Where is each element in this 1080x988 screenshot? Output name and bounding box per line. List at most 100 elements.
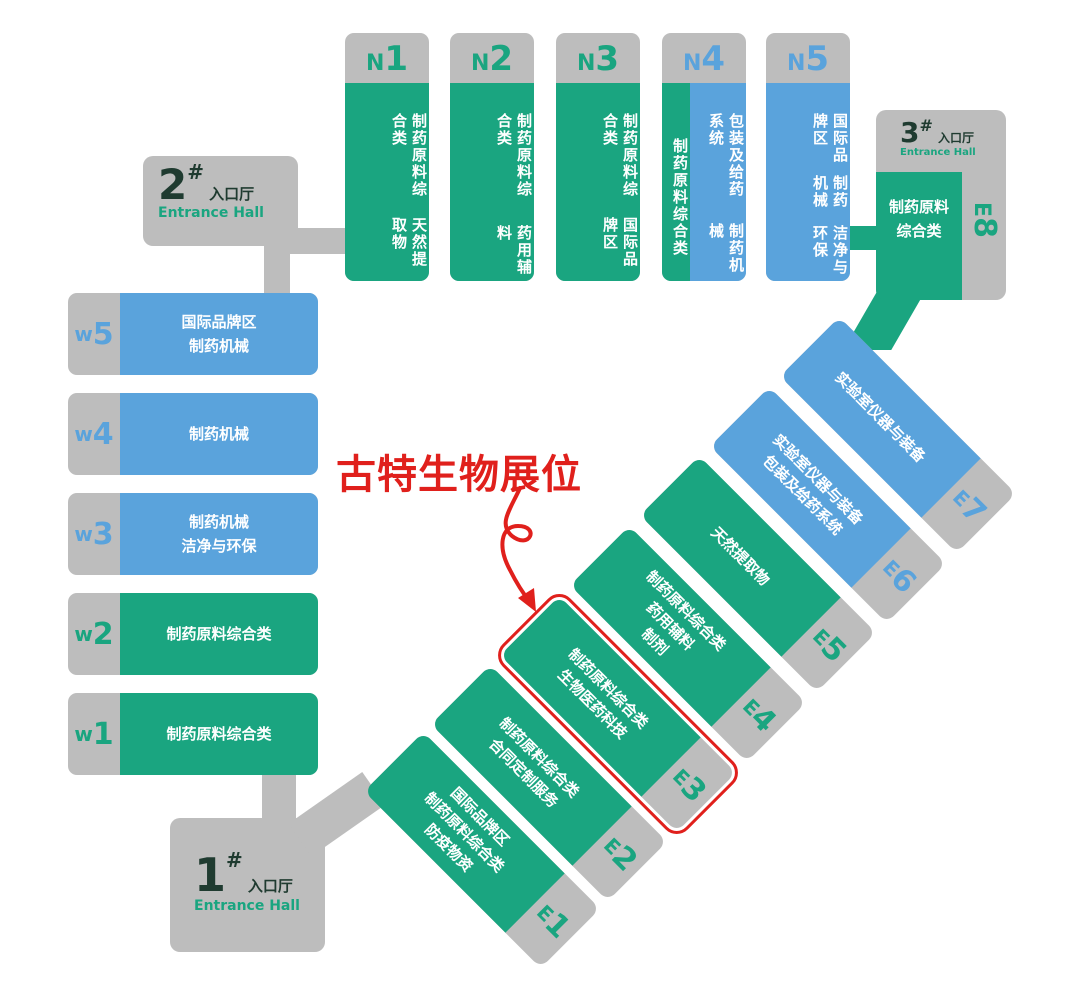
booth-annotation-arrow bbox=[500, 486, 536, 612]
entrance-1-cn: 入口厅 bbox=[247, 877, 293, 895]
hall-n3[interactable]: N3 制药原料综合类 国际品牌区 bbox=[556, 33, 640, 281]
hall-w2-code-letter: w bbox=[74, 622, 93, 646]
hall-w1-code-number: 1 bbox=[92, 716, 114, 752]
hall-w1-code-letter: w bbox=[74, 722, 93, 746]
hall-e7-zone-1: 实验室仪器与装备 bbox=[831, 368, 930, 467]
hall-n4-code: N4 bbox=[662, 39, 746, 83]
corridor-2-north-h bbox=[290, 228, 350, 254]
hall-n4-blue-zones: 包装及给药系统 制药机械 bbox=[690, 83, 746, 281]
hall-w4-code-letter: w bbox=[74, 422, 93, 446]
hall-n4-code-letter: N bbox=[682, 51, 702, 76]
hall-n5-code-number: 5 bbox=[805, 39, 830, 79]
hall-n1-zone-1: 制药原料综合类 bbox=[390, 113, 428, 198]
hall-n1-zone-2: 天然提取物 bbox=[390, 216, 428, 268]
entrance-2-cn: 入口厅 bbox=[209, 185, 255, 203]
hall-n2[interactable]: N2 制药原料综合类 药用辅料 bbox=[450, 33, 534, 281]
hall-n5-zones: 国际品牌区 制药机械 洁净与环保 bbox=[766, 83, 850, 281]
hall-n1-code-number: 1 bbox=[384, 39, 409, 79]
booth-annotation-label: 古特生物展位 bbox=[336, 452, 582, 498]
hall-e8[interactable]: 制药原料 综合类 bbox=[876, 172, 962, 300]
hall-n4-zone-1: 制药原料综合类 bbox=[671, 137, 689, 257]
hall-e8-zone-line-2: 综合类 bbox=[896, 222, 942, 240]
hall-n4-zone-3: 制药机械 bbox=[707, 222, 745, 274]
hall-n4-body: 制药原料综合类 包装及给药系统 制药机械 bbox=[662, 83, 746, 281]
entrance-2-number: 2 bbox=[158, 160, 188, 209]
entrance-2-en: Entrance Hall bbox=[158, 205, 264, 221]
hall-n2-zone-2: 药用辅料 bbox=[495, 225, 533, 276]
hall-n2-code-number: 2 bbox=[489, 39, 514, 79]
hall-e8-code: E8 bbox=[962, 190, 1002, 250]
hall-e5-zone-1: 天然提取物 bbox=[707, 523, 774, 590]
entrance-hall-2-block bbox=[143, 156, 298, 246]
entrance-1-en: Entrance Hall bbox=[194, 898, 300, 914]
hall-e8-zone-line-1: 制药原料 bbox=[888, 198, 949, 216]
hall-w3-zone-1: 制药机械 bbox=[188, 513, 249, 531]
entrance-1-mark: # bbox=[226, 848, 243, 872]
entrance-1-number: 1 bbox=[194, 848, 227, 902]
entrance-1-label: 1# 入口厅 Entrance Hall bbox=[194, 848, 300, 914]
entrance-2-mark: # bbox=[187, 160, 204, 184]
hall-n3-body: 制药原料综合类 国际品牌区 bbox=[556, 83, 640, 281]
entrance-3-cn: 入口厅 bbox=[937, 131, 974, 145]
hall-n3-code-letter: N bbox=[576, 51, 596, 76]
hall-n4[interactable]: N4 制药原料综合类 包装及给药系统 制药机械 bbox=[662, 33, 746, 281]
hall-w5-code-letter: w bbox=[74, 322, 93, 346]
hall-n3-zone-2: 国际品牌区 bbox=[601, 216, 639, 268]
hall-w2-code-number: 2 bbox=[92, 616, 114, 652]
hall-n4-zone-2: 包装及给药系统 bbox=[707, 113, 745, 198]
hall-n4-code-number: 4 bbox=[701, 39, 726, 79]
hall-n3-zones: 制药原料综合类 国际品牌区 bbox=[556, 83, 640, 281]
hall-n2-code-letter: N bbox=[470, 51, 490, 76]
hall-w2-body: 制药原料综合类 bbox=[120, 593, 318, 675]
booth-arrow-head bbox=[518, 588, 536, 612]
hall-w5-zone-2: 制药机械 bbox=[188, 337, 249, 355]
hall-e8-code-letter: E bbox=[969, 202, 994, 218]
hall-n5-zone-2: 制药机械 bbox=[811, 174, 849, 209]
hall-n2-zone-1: 制药原料综合类 bbox=[495, 113, 533, 198]
hall-n1[interactable]: N1 制药原料综合类 天然提取物 bbox=[345, 33, 429, 281]
corridor-n5-e8 bbox=[846, 226, 880, 250]
hall-w3-zone-2: 洁净与环保 bbox=[181, 537, 257, 555]
hall-n5-code: N5 bbox=[766, 39, 850, 83]
hall-n1-zones: 制药原料综合类 天然提取物 bbox=[345, 83, 429, 281]
hall-w3-body: 制药机械 洁净与环保 bbox=[120, 493, 318, 575]
entrance-3-en: Entrance Hall bbox=[900, 147, 976, 158]
hall-w5-zone-1: 国际品牌区 bbox=[181, 313, 257, 331]
hall-w5-code-number: 5 bbox=[92, 316, 114, 352]
hall-n3-code-number: 3 bbox=[595, 39, 620, 79]
hall-w5-body: 国际品牌区 制药机械 bbox=[120, 293, 318, 375]
hall-w4-body: 制药机械 bbox=[120, 393, 318, 475]
hall-n5-body: 国际品牌区 制药机械 洁净与环保 bbox=[766, 83, 850, 281]
hall-e8-code-number: 8 bbox=[967, 217, 1002, 238]
booth-arrow-curve bbox=[500, 486, 533, 604]
hall-w1-body: 制药原料综合类 bbox=[120, 693, 318, 775]
hall-n1-code-letter: N bbox=[365, 51, 385, 76]
entrance-2-label: 2# 入口厅 Entrance Hall bbox=[158, 160, 264, 221]
hall-n1-code: N1 bbox=[345, 39, 429, 83]
hall-w4-code-number: 4 bbox=[92, 416, 114, 452]
hall-w1-zone-1: 制药原料综合类 bbox=[166, 725, 272, 743]
entrance-3-mark: # bbox=[919, 116, 933, 135]
hall-w3-code-number: 3 bbox=[92, 516, 114, 552]
hall-w2-zone-1: 制药原料综合类 bbox=[166, 625, 272, 643]
entrance-hall-1-block bbox=[170, 818, 325, 952]
hall-n3-zone-1: 制药原料综合类 bbox=[601, 113, 639, 198]
hall-w4-zone-1: 制药机械 bbox=[188, 425, 249, 443]
hall-n5[interactable]: N5 国际品牌区 制药机械 洁净与环保 bbox=[766, 33, 850, 281]
hall-n3-code: N3 bbox=[556, 39, 640, 83]
hall-n5-code-letter: N bbox=[786, 51, 806, 76]
hall-n2-code: N2 bbox=[450, 39, 534, 83]
entrance-3-number: 3 bbox=[900, 116, 920, 149]
hall-n2-body: 制药原料综合类 药用辅料 bbox=[450, 83, 534, 281]
hall-n1-body: 制药原料综合类 天然提取物 bbox=[345, 83, 429, 281]
hall-n5-zone-3: 洁净与环保 bbox=[811, 225, 849, 277]
